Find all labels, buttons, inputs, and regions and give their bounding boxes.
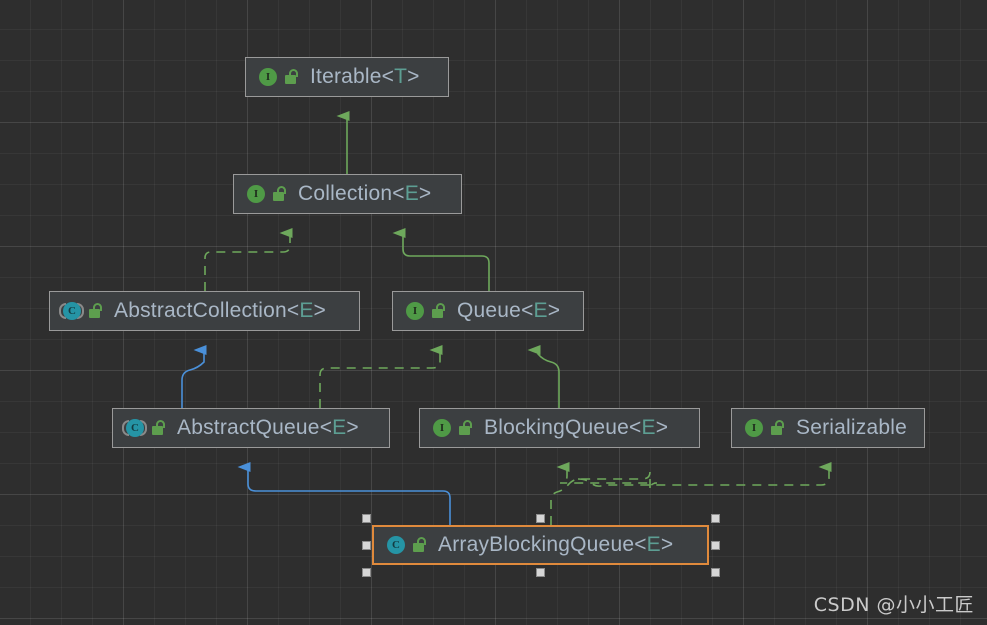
class-node-iterable[interactable]: I Iterable<T> xyxy=(245,57,449,97)
class-name-text: Serializable xyxy=(796,416,907,439)
generic-param-text: T xyxy=(394,65,408,88)
edge-arrayblockingqueue-to-serializable xyxy=(577,462,832,487)
interface-icon-letter: I xyxy=(745,418,763,437)
class-name-text: Collection xyxy=(298,182,393,205)
class-node-abstract-collection[interactable]: C AbstractCollection<E> xyxy=(49,291,360,331)
edge-arrayblockingqueue-to-blockingqueue xyxy=(550,462,658,525)
edge-abstractcollection-to-collection xyxy=(204,228,293,291)
node-icons-collection: I xyxy=(245,184,287,205)
class-node-collection[interactable]: I Collection<E> xyxy=(233,174,462,214)
unlocked-padlock-icon xyxy=(432,303,446,319)
unlocked-padlock-icon xyxy=(413,537,427,553)
interface-icon: I xyxy=(245,184,266,205)
selection-handle-bottom-left[interactable] xyxy=(362,568,371,577)
class-name-text: BlockingQueue xyxy=(484,416,630,439)
interface-icon-letter: I xyxy=(433,418,451,437)
interface-icon-letter: I xyxy=(247,184,265,203)
abstract-class-icon: C xyxy=(122,418,147,439)
edge-abstractqueue-to-abstractcollection xyxy=(181,345,207,408)
class-node-label: BlockingQueue<E> xyxy=(484,416,669,439)
edge-blockingqueue-to-queue xyxy=(527,345,560,408)
interface-icon-letter: I xyxy=(259,67,277,86)
edge-arrayblockingqueue-to-abstractqueue xyxy=(237,462,451,525)
generic-param-text: E xyxy=(641,416,656,439)
generic-param-text: E xyxy=(533,299,548,322)
edge-queue-to-collection xyxy=(392,228,490,291)
class-name-text: AbstractQueue xyxy=(177,416,320,439)
selection-handle-top-center[interactable] xyxy=(536,514,545,523)
class-name-text: Queue xyxy=(457,299,522,322)
interface-icon: I xyxy=(404,301,425,322)
watermark-text: CSDN @小小工匠 xyxy=(813,594,974,616)
class-node-label: AbstractCollection<E> xyxy=(114,299,326,322)
generic-param-text: E xyxy=(332,416,347,439)
unlocked-padlock-icon xyxy=(89,303,103,319)
class-name-text: AbstractCollection xyxy=(114,299,287,322)
unlocked-padlock-icon xyxy=(152,420,166,436)
unlocked-padlock-icon xyxy=(273,186,287,202)
class-node-abstract-queue[interactable]: C AbstractQueue<E> xyxy=(112,408,390,448)
unlocked-padlock-icon xyxy=(771,420,785,436)
selection-handle-top-right[interactable] xyxy=(711,514,720,523)
interface-icon: I xyxy=(431,418,452,439)
interface-icon: I xyxy=(257,67,278,88)
class-node-blocking-queue[interactable]: I BlockingQueue<E> xyxy=(419,408,700,448)
class-name-text: ArrayBlockingQueue xyxy=(438,533,635,556)
unlocked-padlock-icon xyxy=(459,420,473,436)
class-node-serializable[interactable]: I Serializable xyxy=(731,408,925,448)
abstract-class-icon-letter: C xyxy=(126,418,144,437)
node-icons-queue: I xyxy=(404,301,446,322)
class-node-label: Collection<E> xyxy=(298,182,432,205)
node-icons-abstract-queue: C xyxy=(122,418,166,439)
generic-param-text: E xyxy=(404,182,419,205)
selection-handle-top-left[interactable] xyxy=(362,514,371,523)
class-node-queue[interactable]: I Queue<E> xyxy=(392,291,584,331)
selection-handle-bottom-center[interactable] xyxy=(536,568,545,577)
interface-icon-letter: I xyxy=(406,301,424,320)
selection-handle-bottom-right[interactable] xyxy=(711,568,720,577)
abstract-class-icon-letter: C xyxy=(63,301,81,320)
class-node-array-blocking-queue[interactable]: C ArrayBlockingQueue<E> xyxy=(372,525,709,565)
class-icon: C xyxy=(385,535,406,556)
selection-handle-middle-right[interactable] xyxy=(711,541,720,550)
generic-param-text: E xyxy=(299,299,314,322)
class-node-label: Queue<E> xyxy=(457,299,561,322)
unlocked-padlock-icon xyxy=(285,69,299,85)
class-node-label: ArrayBlockingQueue<E> xyxy=(438,533,674,556)
node-icons-serializable: I xyxy=(743,418,785,439)
class-icon-letter: C xyxy=(387,535,405,554)
class-node-label: Serializable xyxy=(796,416,907,440)
class-name-text: Iterable xyxy=(310,65,382,88)
class-node-label: Iterable<T> xyxy=(310,65,420,88)
node-icons-blocking-queue: I xyxy=(431,418,473,439)
node-icons-array-blocking-queue: C xyxy=(385,535,427,556)
class-node-label: AbstractQueue<E> xyxy=(177,416,359,439)
interface-icon: I xyxy=(743,418,764,439)
generic-param-text: E xyxy=(646,533,661,556)
node-icons-abstract-collection: C xyxy=(59,301,103,322)
selection-handle-middle-left[interactable] xyxy=(362,541,371,550)
edge-abstractqueue-to-queue xyxy=(319,345,443,408)
node-icons-iterable: I xyxy=(257,67,299,88)
abstract-class-icon: C xyxy=(59,301,84,322)
